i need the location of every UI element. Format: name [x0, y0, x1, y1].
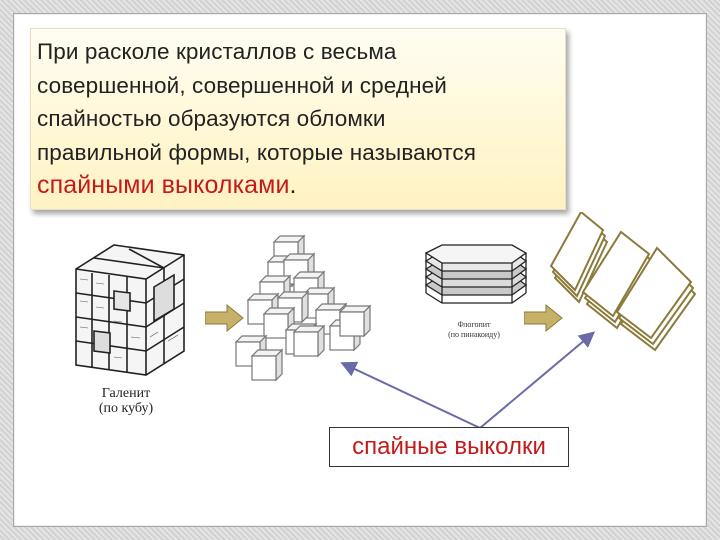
cleavage-flakes	[549, 212, 697, 352]
cleavage-fragments-label: спайные выколки	[329, 427, 569, 467]
text-line-1: При расколе кристаллов с весьма	[37, 39, 397, 64]
galena-illustration: Галенит (по кубу)	[34, 231, 219, 423]
arrow-right-icon	[205, 303, 244, 333]
body-text: При расколе кристаллов с весьма совершен…	[37, 35, 555, 203]
phlogopite-drawing: Флогопит (по пинакоиду)	[424, 244, 528, 339]
flake-stack-3	[615, 246, 697, 352]
phlogopite-illustration: Флогопит (по пинакоиду)	[412, 231, 536, 349]
pointer-line-right	[479, 331, 596, 429]
text-line-4: правильной формы, которые называются	[37, 139, 477, 165]
pointer-line-left	[340, 361, 481, 429]
phlogopite-caption-line1: Флогопит	[457, 320, 491, 329]
label-text: спайные выколки	[352, 433, 546, 460]
galena-drawing: Галенит (по кубу)	[75, 244, 185, 416]
galena-block	[75, 244, 185, 376]
pointer-lines	[340, 331, 596, 429]
cube	[293, 325, 325, 357]
text-line-5: спайными выколками.	[37, 169, 555, 203]
flake-stack-2	[581, 230, 655, 330]
galena-caption-line1: Галенит	[102, 386, 150, 401]
flake-stack-1	[549, 212, 609, 304]
text-line-3: спайностью образуются обломки	[37, 106, 386, 131]
text-box: При расколе кристаллов с весьма совершен…	[30, 28, 566, 210]
text-line-2: совершенной, совершенной и средней	[37, 72, 447, 98]
highlight-term: спайными выколками	[37, 171, 290, 199]
cube	[251, 349, 283, 381]
galena-caption-line2: (по кубу)	[99, 401, 154, 416]
highlight-period: .	[289, 171, 297, 199]
phlogopite-caption-line2: (по пинакоиду)	[448, 330, 500, 339]
galena-hatching	[79, 278, 179, 359]
phlogopite-stack	[424, 244, 528, 304]
arrow-right-icon	[524, 303, 563, 333]
